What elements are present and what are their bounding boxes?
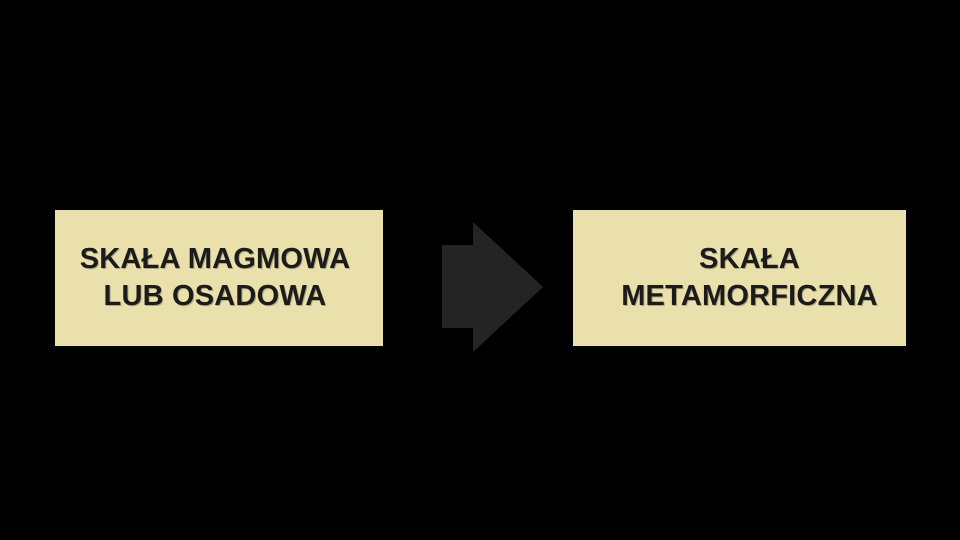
node-metamorphic-rock: SKAŁA METAMORFICZNA	[573, 210, 906, 346]
node-source-rock-line1: SKAŁA MAGMOWA	[79, 243, 351, 275]
node-metamorphic-rock-line1: SKAŁA	[699, 243, 800, 275]
node-source-rock-line2: LUB OSADOWA	[103, 280, 327, 312]
node-source-rock: SKAŁA MAGMOWA LUB OSADOWA	[55, 210, 383, 346]
node-metamorphic-rock-line2: METAMORFICZNA	[621, 280, 878, 312]
right-arrow-icon	[442, 222, 543, 352]
